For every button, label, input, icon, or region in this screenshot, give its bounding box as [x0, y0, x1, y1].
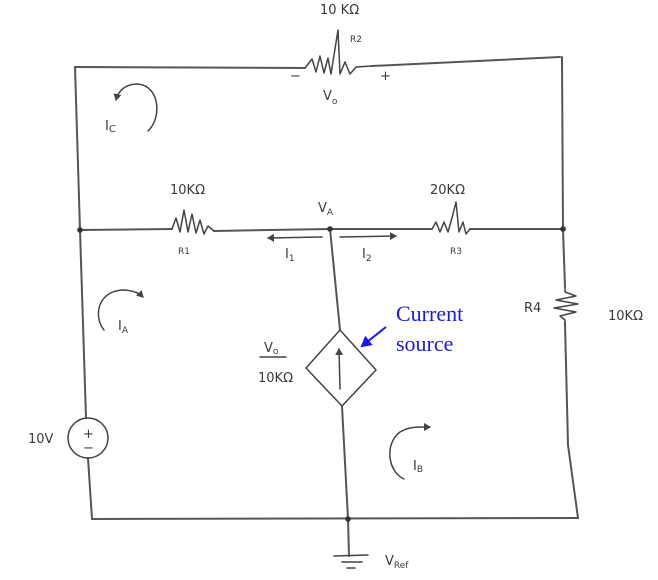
wire-right-upper: [561, 56, 564, 231]
i1-sub: 1: [289, 254, 295, 264]
resistor-r1: [171, 209, 215, 235]
callout-line1: Current: [396, 301, 463, 326]
vo-sub: o: [332, 97, 338, 107]
r3-name: R3: [450, 247, 462, 257]
resistor-r2: [304, 29, 373, 75]
dep-num-sub: o: [273, 347, 279, 357]
i2-sub: 2: [366, 254, 372, 264]
mesh-ic-label: IC: [105, 119, 116, 135]
node-left: [77, 227, 83, 233]
voltage-source-circle: [67, 417, 109, 459]
current-i2-label: I2: [362, 247, 372, 264]
va-sub: A: [327, 208, 334, 218]
current-i1-label: I1: [285, 247, 295, 264]
dep-source-denominator: 10KΩ: [258, 371, 293, 386]
r1-value: 10KΩ: [170, 183, 205, 198]
wire-top-left: [74, 66, 306, 69]
va-main: V: [318, 201, 327, 216]
mesh-ia-arrow: [97, 289, 144, 331]
wire-right-lower: [564, 322, 579, 519]
wire-center-upper: [329, 228, 341, 331]
r2-name: R2: [350, 35, 362, 45]
r1-name: R1: [178, 247, 190, 257]
va-label: VA: [318, 201, 334, 218]
mesh-ia-sub: A: [122, 326, 129, 336]
wire-ground-lead: [347, 518, 350, 557]
wire-right-mid: [562, 229, 566, 288]
mesh-ic-sub: C: [109, 124, 116, 135]
current-i1-arrow: [267, 233, 323, 242]
r2-value: 10 KΩ: [320, 3, 359, 18]
mesh-ic-main: I: [105, 119, 109, 134]
wire-center-lower: [341, 405, 349, 520]
mesh-ib-main: I: [413, 459, 417, 474]
mesh-ib-arrow: [389, 422, 431, 480]
vref-sub: Ref: [394, 561, 409, 571]
vref-label: VRef: [385, 554, 409, 571]
r4-value: 10KΩ: [608, 309, 643, 324]
vo-main: V: [323, 89, 332, 104]
mesh-ia-main: I: [118, 319, 122, 334]
node-va: [327, 226, 333, 232]
wire-left-bottom: [87, 457, 93, 520]
wire-left-upper: [74, 66, 81, 231]
ground-line-1: [333, 554, 369, 557]
dependent-source-arrow: [335, 348, 344, 390]
i2-main: I: [362, 247, 366, 262]
i1-main: I: [285, 247, 289, 262]
vo-label: Vo: [323, 89, 338, 107]
r2-minus: −: [290, 69, 301, 84]
r4-name: R4: [524, 301, 541, 316]
node-right: [560, 226, 566, 232]
wire-mid-left: [79, 228, 173, 231]
mesh-ic-arrow: [113, 83, 158, 132]
mesh-ib-sub: B: [417, 465, 423, 475]
r2-plus: +: [380, 69, 391, 84]
wire-left-lower: [79, 229, 87, 419]
mesh-ia-label: IA: [118, 319, 129, 336]
dependent-source-diamond: [305, 329, 377, 407]
callout-arrow: [360, 326, 387, 348]
r3-value: 20KΩ: [430, 183, 465, 198]
callout-line2: source: [396, 331, 453, 356]
mesh-ib-label: IB: [413, 459, 423, 475]
wire-bottom: [91, 517, 579, 520]
wire-r1-va: [213, 228, 331, 232]
resistor-r3: [431, 201, 471, 235]
resistor-r4: [553, 286, 579, 324]
source-plus: +: [83, 427, 94, 442]
dep-num-main: V: [264, 341, 273, 356]
vref-main: V: [385, 554, 394, 569]
current-i2-arrow: [339, 232, 397, 241]
node-ground: [345, 516, 351, 522]
source-value: 10V: [28, 432, 54, 447]
wire-top-right: [371, 56, 561, 67]
dep-source-numerator: Vo: [264, 341, 279, 357]
source-minus: −: [83, 441, 94, 456]
